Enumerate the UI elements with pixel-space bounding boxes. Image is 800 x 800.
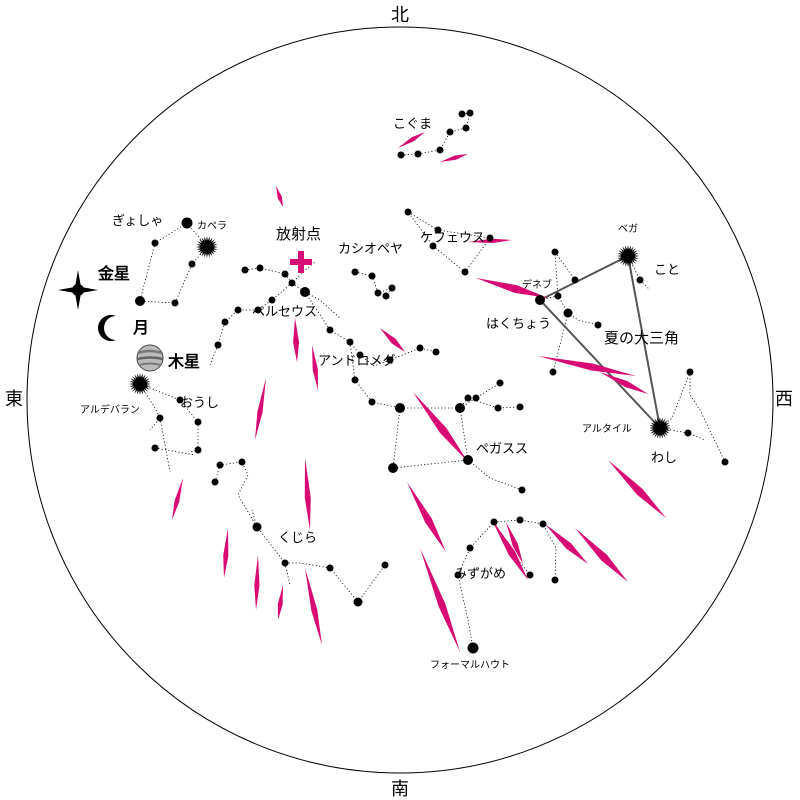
meteor-streak	[538, 356, 636, 376]
meteor-streak	[254, 555, 260, 610]
label-jupiter: 木星	[167, 352, 200, 371]
direction-south: 南	[391, 779, 409, 800]
meteor-streak	[506, 522, 523, 564]
meteor-streak	[305, 568, 322, 645]
label-aquarius: みずがめ	[454, 567, 506, 582]
label-summer-triangle: 夏の大三角	[604, 329, 679, 347]
moon-icon	[98, 315, 116, 341]
meteor-streak	[172, 478, 183, 520]
label-fomalhaut: フォーマルハウト	[430, 659, 510, 671]
meteor-streak	[398, 132, 425, 148]
label-cygnus: はくちょう	[486, 317, 551, 332]
meteor-streak	[312, 345, 318, 390]
meteor-streak	[575, 528, 628, 582]
label-vega: ベガ	[618, 223, 638, 235]
vega-star	[617, 245, 639, 267]
radiant-label: 放射点	[276, 225, 321, 243]
direction-north: 北	[391, 5, 409, 26]
meteor-streak	[276, 186, 283, 207]
label-deneb: デネブ	[522, 278, 552, 291]
label-capella: カペラ	[197, 220, 227, 232]
star-dots	[135, 109, 729, 654]
label-cetus: くじら	[278, 531, 317, 546]
meteor-streak	[600, 372, 648, 394]
label-altair: アルタイル	[582, 423, 632, 435]
meteor-streak	[492, 520, 528, 580]
aldebaran-star	[129, 373, 151, 395]
meteor-streak	[255, 378, 266, 440]
meteors	[172, 132, 666, 652]
meteor-streak	[380, 328, 405, 352]
label-taurus: おうし	[180, 396, 219, 411]
label-ursa-minor: こぐま	[393, 117, 432, 132]
meteor-streak	[440, 154, 468, 162]
jupiter-icon	[136, 344, 164, 372]
horizon-circle	[26, 26, 774, 774]
label-auriga: ぎょしゃ	[112, 214, 163, 229]
label-lyra: こと	[654, 263, 680, 278]
direction-west: 西	[775, 389, 793, 410]
meteor-streak	[413, 392, 468, 462]
label-pegasus: ペガスス	[476, 442, 528, 457]
label-venus: 金星	[97, 264, 130, 283]
meteor-streak	[293, 318, 300, 362]
radiant-icon	[290, 251, 312, 273]
venus-icon	[58, 270, 98, 310]
label-aquila: わし	[651, 451, 677, 466]
meteor-streak	[476, 278, 548, 298]
label-aldebaran: アルデバラン	[80, 403, 140, 416]
meteor-streak	[277, 585, 283, 620]
label-cassiopeia: カシオペヤ	[338, 242, 403, 257]
capella-star	[196, 236, 218, 258]
label-andromeda: アンドロメダ	[318, 354, 395, 369]
label-moon: 月	[132, 318, 149, 337]
altair-star	[649, 417, 671, 439]
constellation-lines	[139, 112, 726, 649]
label-perseus: ペルセウス	[252, 305, 317, 320]
label-cepheus: ケフェウス	[420, 231, 485, 246]
direction-east: 東	[5, 389, 23, 410]
meteor-streak	[223, 528, 229, 578]
meteor-streak	[304, 458, 311, 530]
meteor-streak	[407, 482, 446, 552]
meteor-streak	[545, 524, 588, 564]
summer-triangle	[538, 254, 662, 432]
meteor-streak	[608, 460, 666, 518]
meteor-streak	[420, 548, 460, 652]
